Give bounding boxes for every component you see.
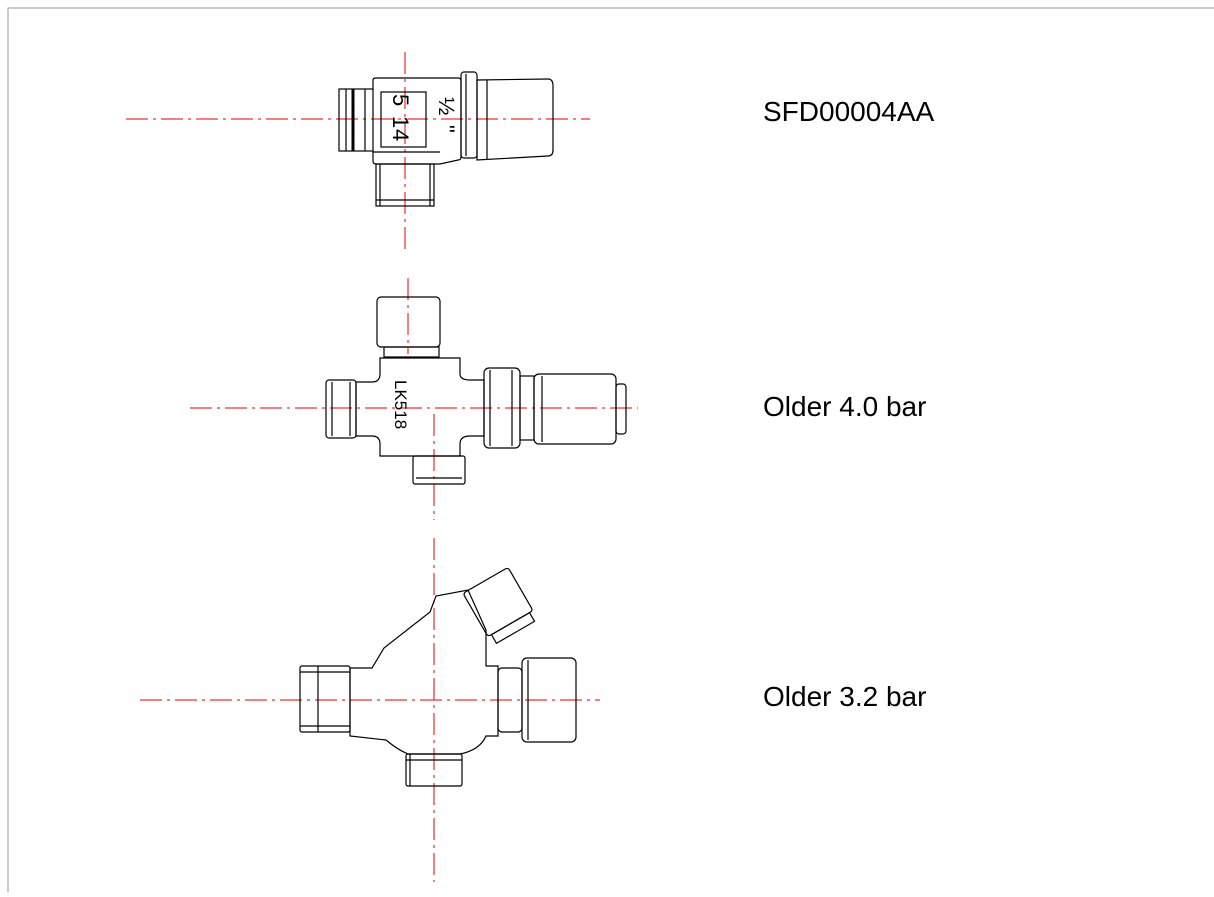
marking-half: ½ [434,97,459,115]
valve-body [349,589,499,755]
left-thread-nipple [338,88,374,152]
left-thread [325,379,357,439]
bottom-thread [412,455,466,485]
marking-digit-5: 5 [388,94,413,106]
older-3-2-bar-label: Older 3.2 bar [763,681,927,712]
body-marking-514: 5 1 4 [388,94,413,141]
valve-older-4-0-bar: LK518 [190,278,638,520]
top-socket [376,296,441,358]
marking-digit-1: 1 [388,116,413,128]
drawing-frame [7,7,1214,892]
valve-older-3-2-bar [140,538,600,882]
right-socket [533,373,627,445]
bottom-thread [375,163,435,207]
marking-digit-4: 4 [388,129,413,141]
angled-cap [463,567,536,645]
valve-sfd00004aa: 5 1 4 ½ " [126,52,590,250]
left-thread [299,665,351,733]
bottom-thread [405,753,463,787]
marking-inch: " [434,125,459,133]
older-4-bar-label: Older 4.0 bar [763,391,927,422]
collar [460,71,478,159]
valve-body [355,357,485,457]
right-socket [497,657,577,743]
push-fit-socket [476,78,554,161]
body-marking-lk518: LK518 [391,380,410,429]
valve-body [372,77,462,165]
part-number-label: SFD00004AA [763,96,935,127]
size-marking-half-inch: ½ " [434,97,459,133]
